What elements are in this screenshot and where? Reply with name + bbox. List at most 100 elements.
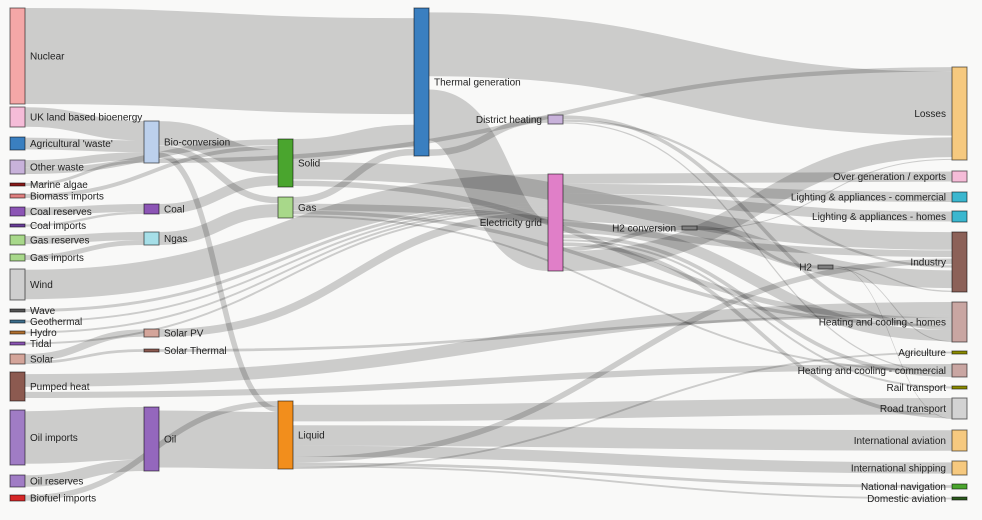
node-bar-hydro[interactable]	[9, 330, 26, 335]
node-light_comm[interactable]: Lighting & appliances - commercial	[791, 191, 968, 204]
node-h2_conversion[interactable]: H2 conversion	[612, 224, 698, 235]
node-bar-nuclear[interactable]	[9, 7, 26, 105]
node-wind[interactable]: Wind	[9, 268, 53, 301]
node-bar-coal_reserves[interactable]	[9, 206, 26, 217]
node-bar-thermal_gen[interactable]	[413, 7, 430, 157]
node-nat_nav[interactable]: National navigation	[861, 482, 968, 493]
node-bar-uk_bio[interactable]	[9, 106, 26, 128]
node-bar-wind[interactable]	[9, 268, 26, 301]
node-bar-road[interactable]	[951, 397, 968, 420]
node-biofuel_imports[interactable]: Biofuel imports	[9, 494, 96, 505]
node-bar-heat_homes[interactable]	[951, 301, 968, 343]
node-road[interactable]: Road transport	[880, 397, 968, 420]
node-bar-oil_reserves[interactable]	[9, 474, 26, 488]
node-intl_shipping[interactable]: International shipping	[851, 460, 968, 476]
node-label-solid: Solid	[298, 159, 320, 170]
node-rail[interactable]: Rail transport	[887, 383, 968, 394]
node-pumped_heat[interactable]: Pumped heat	[9, 371, 90, 402]
node-bar-solar_thermal[interactable]	[143, 348, 160, 353]
node-geothermal[interactable]: Geothermal	[9, 317, 82, 328]
node-elec_grid[interactable]: Electricity grid	[480, 173, 564, 272]
node-label-gas: Gas	[298, 203, 316, 214]
node-bar-district_heating[interactable]	[547, 114, 564, 125]
node-agriculture[interactable]: Agriculture	[898, 348, 968, 359]
node-bar-solar_pv[interactable]	[143, 328, 160, 338]
node-solar[interactable]: Solar	[9, 353, 54, 366]
node-heat_comm[interactable]: Heating and cooling - commercial	[798, 363, 968, 378]
node-bar-ngas[interactable]	[143, 231, 160, 246]
node-dom_aviation[interactable]: Domestic aviation	[867, 494, 968, 505]
node-bar-other_waste[interactable]	[9, 159, 26, 175]
node-coal_imports[interactable]: Coal imports	[9, 221, 86, 232]
node-bar-over_gen[interactable]	[951, 170, 968, 183]
node-tidal[interactable]: Tidal	[9, 339, 51, 350]
link-solar-to-solar_thermal	[24, 349, 145, 364]
link-elec_grid-to-road	[562, 242, 953, 419]
node-thermal_gen[interactable]: Thermal generation	[413, 7, 521, 157]
node-ngas[interactable]: Ngas	[143, 231, 187, 246]
node-oil_imports[interactable]: Oil imports	[9, 409, 78, 466]
node-losses[interactable]: Losses	[914, 66, 968, 161]
node-agri_waste[interactable]: Agricultural 'waste'	[9, 136, 113, 151]
node-solar_thermal[interactable]: Solar Thermal	[143, 346, 227, 357]
node-bar-bio_conversion[interactable]	[143, 120, 160, 164]
node-bar-biomass_imports[interactable]	[9, 193, 26, 199]
node-biomass_imports[interactable]: Biomass imports	[9, 192, 104, 203]
node-bar-coal[interactable]	[143, 203, 160, 215]
node-bar-geothermal[interactable]	[9, 319, 26, 324]
node-bar-tidal[interactable]	[9, 341, 26, 346]
node-h2[interactable]: H2	[799, 263, 834, 274]
node-light_homes[interactable]: Lighting & appliances - homes	[812, 210, 968, 223]
node-bar-liquid[interactable]	[277, 400, 294, 470]
node-bar-gas_reserves[interactable]	[9, 234, 26, 246]
node-gas_imports[interactable]: Gas imports	[9, 253, 84, 264]
node-bio_conversion[interactable]: Bio-conversion	[143, 120, 230, 164]
node-bar-intl_shipping[interactable]	[951, 460, 968, 476]
node-bar-nat_nav[interactable]	[951, 483, 968, 490]
node-wave[interactable]: Wave	[9, 306, 56, 317]
node-coal_reserves[interactable]: Coal reserves	[9, 206, 92, 218]
node-bar-light_homes[interactable]	[951, 210, 968, 223]
node-bar-h2[interactable]	[817, 264, 834, 270]
node-bar-biofuel_imports[interactable]	[9, 494, 26, 502]
node-bar-light_comm[interactable]	[951, 191, 968, 203]
node-oil_reserves[interactable]: Oil reserves	[9, 474, 83, 488]
node-bar-wave[interactable]	[9, 308, 26, 313]
node-gas[interactable]: Gas	[277, 196, 316, 219]
node-bar-h2_conversion[interactable]	[681, 225, 698, 231]
node-bar-solid[interactable]	[277, 138, 294, 188]
node-bar-intl_aviation[interactable]	[951, 429, 968, 452]
node-bar-oil[interactable]	[143, 406, 160, 472]
node-nuclear[interactable]: Nuclear	[9, 7, 65, 105]
node-uk_bio[interactable]: UK land based bioenergy	[9, 106, 142, 128]
node-oil[interactable]: Oil	[143, 406, 176, 472]
node-heat_homes[interactable]: Heating and cooling - homes	[819, 301, 968, 343]
node-bar-oil_imports[interactable]	[9, 409, 26, 466]
node-gas_reserves[interactable]: Gas reserves	[9, 234, 89, 247]
node-bar-pumped_heat[interactable]	[9, 371, 26, 402]
node-bar-gas_imports[interactable]	[9, 253, 26, 262]
node-intl_aviation[interactable]: International aviation	[854, 429, 968, 452]
node-solid[interactable]: Solid	[277, 138, 320, 188]
node-solar_pv[interactable]: Solar PV	[143, 328, 204, 340]
node-other_waste[interactable]: Other waste	[9, 159, 84, 175]
node-coal[interactable]: Coal	[143, 203, 185, 216]
node-marine_algae[interactable]: Marine algae	[9, 180, 88, 191]
node-industry[interactable]: Industry	[910, 231, 968, 293]
node-hydro[interactable]: Hydro	[9, 328, 57, 339]
node-bar-solar[interactable]	[9, 353, 26, 365]
node-bar-losses[interactable]	[951, 66, 968, 161]
node-bar-dom_aviation[interactable]	[951, 496, 968, 501]
node-bar-agri_waste[interactable]	[9, 136, 26, 151]
node-bar-rail[interactable]	[951, 385, 968, 390]
node-bar-industry[interactable]	[951, 231, 968, 293]
node-over_gen[interactable]: Over generation / exports	[833, 170, 968, 183]
node-liquid[interactable]: Liquid	[277, 400, 325, 470]
node-district_heating[interactable]: District heating	[476, 114, 564, 126]
node-bar-elec_grid[interactable]	[547, 173, 564, 272]
node-bar-gas[interactable]	[277, 196, 294, 219]
node-bar-coal_imports[interactable]	[9, 223, 26, 228]
node-bar-marine_algae[interactable]	[9, 182, 26, 187]
node-bar-agriculture[interactable]	[951, 350, 968, 355]
node-bar-heat_comm[interactable]	[951, 363, 968, 378]
